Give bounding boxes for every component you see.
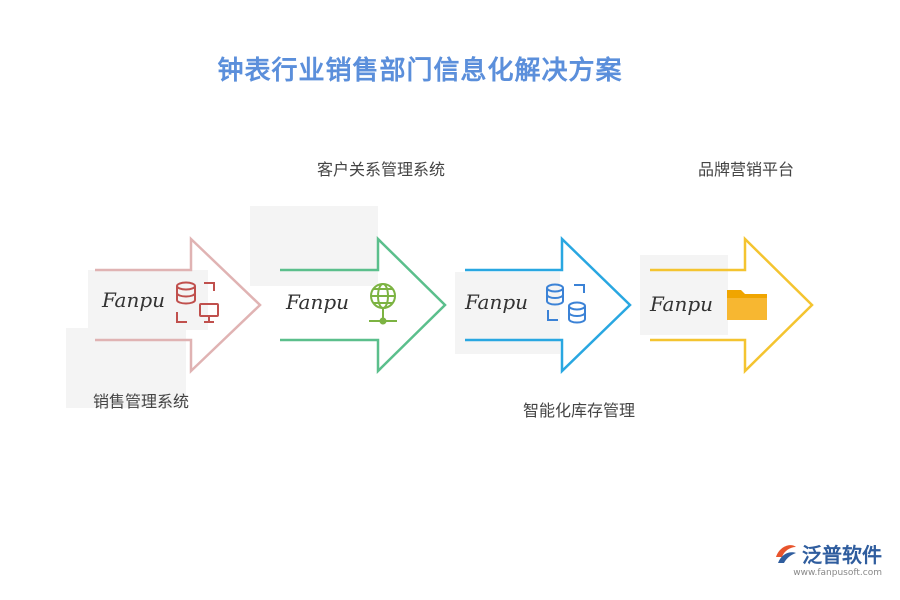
step-4-label: 品牌营销平台: [698, 160, 795, 179]
folder-icon: [727, 290, 767, 320]
arrow-step-4: [650, 236, 814, 374]
background-block: [66, 328, 186, 408]
brand-logo: 泛普软件 www.fanpusoft.com: [774, 539, 882, 578]
step-4-watermark: Fanpu: [650, 292, 714, 316]
step-3-watermark: Fanpu: [465, 290, 529, 314]
background-block: [88, 270, 208, 330]
step-2-label: 客户关系管理系统: [317, 160, 446, 179]
arrow-step-1: [95, 236, 262, 374]
page-title: 钟表行业销售部门信息化解决方案: [217, 56, 623, 86]
step-2-watermark: Fanpu: [286, 290, 350, 314]
database-monitor-icon: [176, 281, 219, 323]
background-block: [640, 255, 728, 335]
fanpu-logo-icon: [776, 544, 796, 563]
globe-network-icon: [369, 283, 397, 325]
logo-name: 泛普软件: [802, 543, 882, 567]
arrow-step-2: [280, 236, 447, 374]
step-1-watermark: Fanpu: [102, 288, 166, 312]
logo-url: www.fanpusoft.com: [793, 568, 882, 578]
arrow-step-3: [465, 236, 632, 374]
background-block: [250, 206, 378, 286]
database-stack-icon: [546, 283, 586, 324]
step-1-label: 销售管理系统: [93, 392, 190, 411]
step-3-label: 智能化库存管理: [523, 401, 636, 420]
